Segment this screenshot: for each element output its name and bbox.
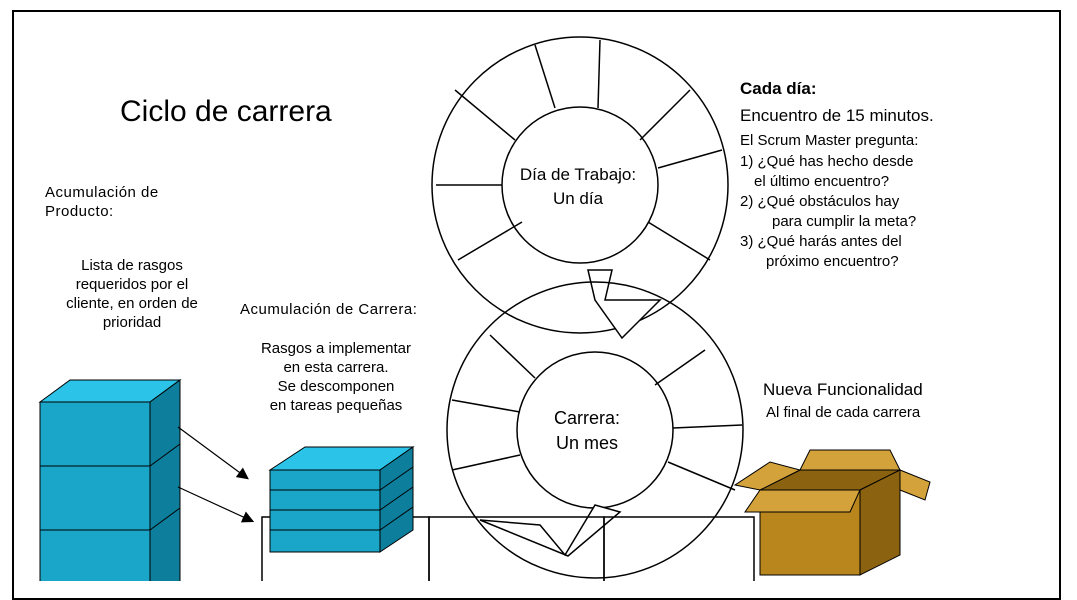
sprint-loop-arrow [479,504,622,557]
product-backlog-line: prioridad [102,314,162,331]
daily-intro: El Scrum Master pregunta: [740,132,919,149]
arrow-to-sprint-backlog [177,486,255,523]
sprint-loop-label-line: Un mes [555,433,618,453]
product-backlog-heading: Acumulación de Producto: [45,183,159,221]
ring-divider [451,454,521,471]
sprint-backlog-description: Rasgos a implementar en esta carrera. Se… [226,339,446,415]
sprint-backlog-line: en esta carrera. [283,359,389,376]
pipeline-box [603,516,755,581]
daily-meeting: Encuentro de 15 minutos. [740,106,934,125]
sprint-backlog-stack [268,446,415,553]
daily-loop-ring [431,36,729,334]
ring-divider [534,44,556,109]
ring-divider [654,349,706,386]
product-backlog-line: cliente, en orden de [66,295,198,312]
ring-divider [454,89,516,141]
daily-loop-label-line: Día de Trabajo: [519,165,637,184]
product-backlog-heading-line: Acumulación de [45,184,159,201]
daily-question: para cumplir la meta? [772,213,917,230]
daily-loop-label: Día de Trabajo: Un día [493,163,663,211]
sprint-loop-label: Carrera: Un mes [527,406,647,456]
daily-question: el último encuentro? [754,173,890,190]
ring-divider [647,221,711,261]
ring-divider [667,461,736,491]
daily-question: 3) ¿Qué harás antes del [740,233,902,250]
new-functionality-heading: Nueva Funcionalidad [763,380,923,399]
open-box-icon [733,449,931,576]
sprint-backlog-line: en tareas pequeñas [269,397,403,414]
scrum-cycle-diagram [38,36,931,581]
page-title: Ciclo de carrera [120,95,332,128]
ring-divider [672,424,743,429]
product-backlog-heading-line: Producto: [45,203,114,220]
ring-divider [451,399,521,413]
daily-question: próximo encuentro? [766,253,899,270]
ring-divider [657,149,723,169]
arrow-to-sprint-backlog [177,426,249,480]
new-functionality-subheading: Al final de cada carrera [766,404,921,421]
sprint-loop-label-line: Carrera: [553,408,620,428]
product-backlog-description: Lista de rasgos requeridos por el client… [32,256,232,332]
product-backlog-line: requeridos por el [75,276,189,293]
ring-divider [457,221,523,261]
product-backlog-line: Lista de rasgos [81,257,183,274]
sprint-backlog-line: Rasgos a implementar [260,340,412,357]
ring-divider [597,39,601,109]
ring-divider [489,334,536,379]
daily-meeting-block: Encuentro de 15 minutos. El Scrum Master… [740,104,934,272]
daily-loop-label-line: Un día [552,189,604,208]
daily-heading: Cada día: [740,79,817,98]
sprint-backlog-heading: Acumulación de Carrera: [240,301,418,318]
daily-question: 1) ¿Qué has hecho desde [740,153,914,170]
ring-divider [639,89,691,141]
product-backlog-stack [38,379,182,581]
daily-loop-arrow [587,269,662,340]
sprint-backlog-line: Se descomponen [277,378,395,395]
daily-question: 2) ¿Qué obstáculos hay [740,193,900,210]
